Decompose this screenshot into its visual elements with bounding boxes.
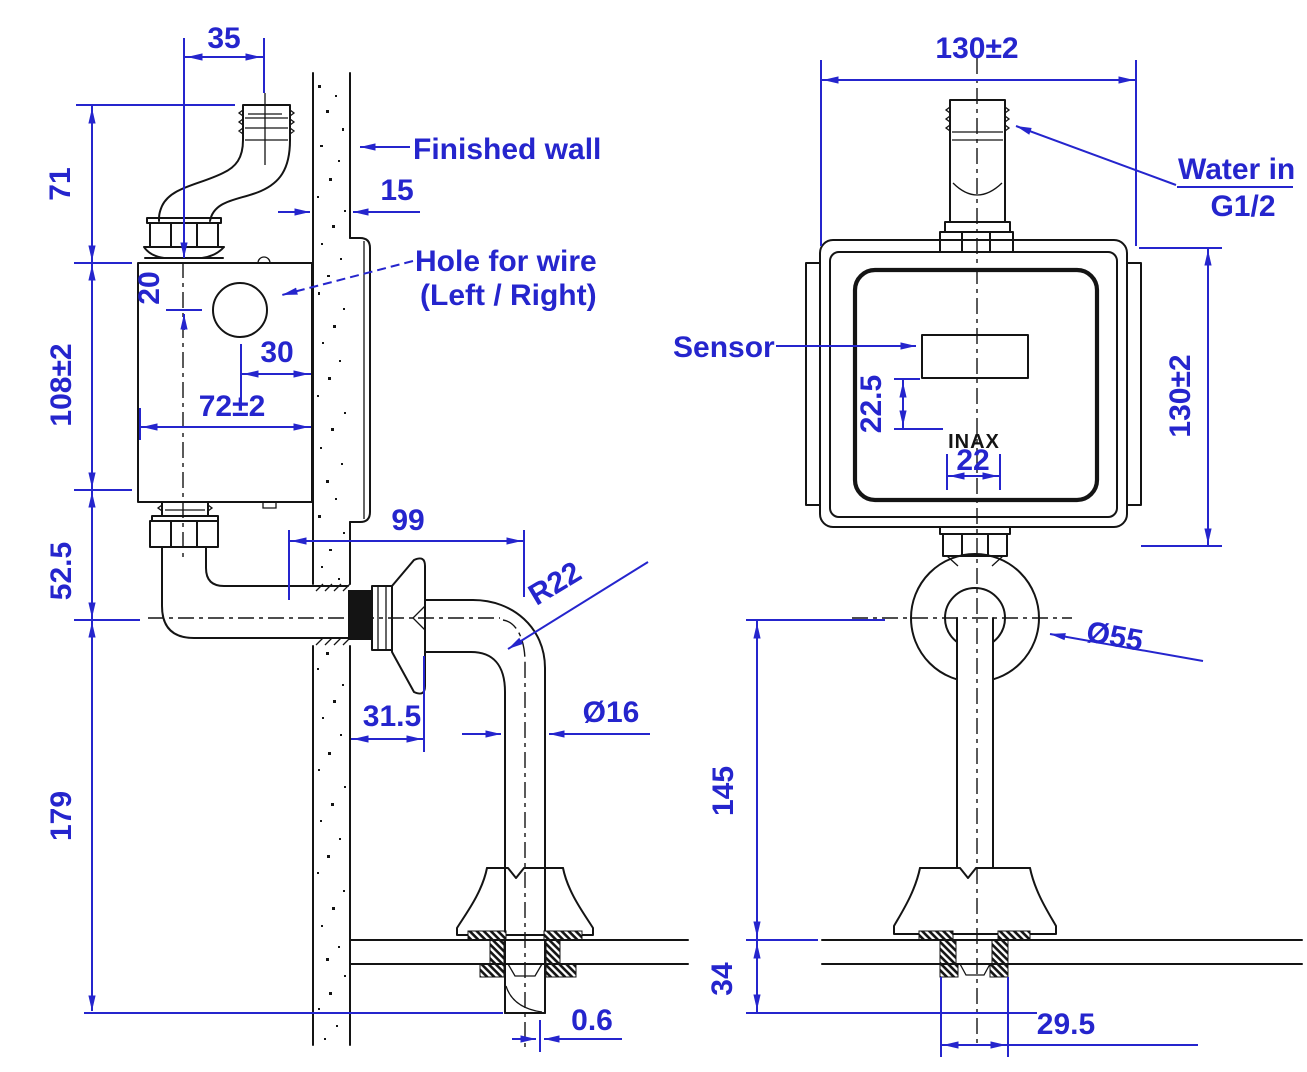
side-view-dimensions: 35 71 108±2 52.5 179 15 20 30 72±2 <box>44 22 650 1052</box>
dim-body-width: 72±2 <box>199 390 266 423</box>
dim-shank-width: 29.5 <box>1037 1008 1095 1041</box>
dim-elbow-diameter: Ø55 <box>1084 615 1146 657</box>
dim-wire-hole-inset: 30 <box>260 336 293 369</box>
dim-spout-reach: 99 <box>391 504 424 537</box>
label-hole-for-wire-2: (Left / Right) <box>420 279 597 312</box>
counter-front <box>821 939 1303 965</box>
dim-inlet-offset: 35 <box>207 22 240 55</box>
wire-hole <box>212 282 268 338</box>
label-sensor: Sensor <box>673 331 775 364</box>
sensor-window <box>921 334 1029 379</box>
dim-wire-hole-drop: 20 <box>133 271 166 304</box>
outlet-nut-front <box>939 526 1011 567</box>
dim-elbow-to-deck: 145 <box>707 766 740 816</box>
elbow-front <box>910 553 1040 869</box>
counter-side <box>350 939 689 965</box>
spout-base-front <box>893 867 1057 1014</box>
dim-wall-thickness: 15 <box>380 174 413 207</box>
outlet-nut-side <box>149 501 219 548</box>
wall-section <box>312 72 351 1046</box>
front-view-geometry: INAX <box>805 58 1303 1048</box>
label-finished-wall: Finished wall <box>413 133 601 166</box>
dim-spout-diameter: Ø16 <box>583 696 640 729</box>
inlet-pipe-side <box>143 93 296 259</box>
dim-overall-height: 130±2 <box>1164 354 1197 437</box>
front-view-dimensions: 130±2 Water in G1/2 Sensor 22.5 22 130±2… <box>673 32 1295 1057</box>
dim-inlet-height: 71 <box>44 167 77 200</box>
label-water-in: Water in <box>1178 153 1295 186</box>
dim-sensor-to-logo: 22.5 <box>855 375 888 433</box>
escutcheon-side <box>391 557 426 695</box>
dim-bend-radius: R22 <box>523 556 587 613</box>
valve-body-side <box>137 256 313 509</box>
wall-seal <box>348 590 372 640</box>
dim-escutcheon-depth: 31.5 <box>363 700 421 733</box>
dim-logo-width: 22 <box>956 444 989 477</box>
inax-logo: INAX <box>948 431 1000 453</box>
dim-overall-width: 130±2 <box>935 32 1018 65</box>
dim-tip-offset: 0.6 <box>571 1004 613 1037</box>
dim-spout-drop: 179 <box>45 791 78 841</box>
label-water-in-2: G1/2 <box>1210 190 1275 223</box>
dim-deck-section: 34 <box>706 962 739 996</box>
valve-body-front: INAX <box>805 239 1142 528</box>
spout-base-side <box>456 867 594 978</box>
supply-elbow-side <box>161 546 426 695</box>
dim-outlet-drop: 52.5 <box>45 542 78 600</box>
label-hole-for-wire: Hole for wire <box>415 245 597 278</box>
side-view-geometry <box>137 72 689 1048</box>
dim-body-height: 108±2 <box>45 343 78 426</box>
face-plate-edge <box>349 237 371 523</box>
spout-side <box>424 599 546 1014</box>
